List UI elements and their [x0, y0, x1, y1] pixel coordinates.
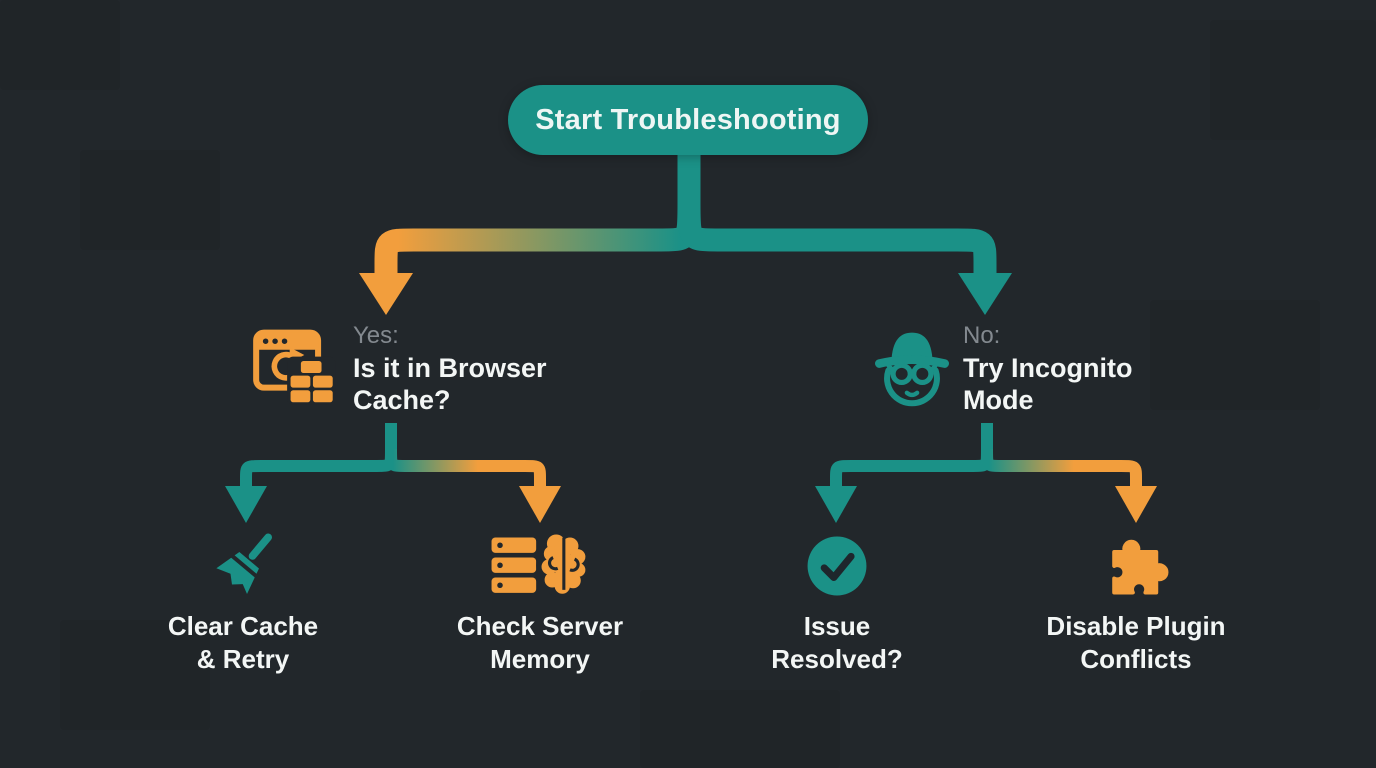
- background-texture: [0, 0, 120, 90]
- background-texture: [1150, 300, 1320, 410]
- start-node-label: Start Troubleshooting: [535, 103, 841, 136]
- start-node: Start Troubleshooting: [508, 85, 868, 155]
- connector-incognito-to-issue-resolved: [830, 423, 993, 490]
- arrowhead-incognito: [958, 273, 1012, 315]
- branch-prefix: No:: [963, 322, 1001, 349]
- connector-root-to-browser-cache: [374, 202, 701, 279]
- branch-node-browser-cache: Yes: Is it in Browser Cache?: [353, 321, 583, 416]
- background-texture: [60, 620, 210, 730]
- leaf-node-server-memory: Check Server Memory: [400, 528, 680, 676]
- branch-node-incognito: No: Try Incognito Mode: [963, 321, 1193, 416]
- background-texture: [80, 150, 220, 250]
- leaf-node-issue-resolved: Issue Resolved?: [697, 528, 977, 676]
- broom-icon: [216, 533, 272, 594]
- connector-root-to-incognito: [677, 202, 997, 279]
- arrowhead-server-memory: [519, 486, 561, 523]
- arrowhead-issue-resolved: [815, 486, 857, 523]
- branch-question: Is it in Browser Cache?: [353, 353, 547, 415]
- leaf-label: Issue Resolved?: [771, 611, 903, 674]
- server-brain-icon: [491, 532, 589, 598]
- background-texture: [1210, 20, 1376, 140]
- incognito-icon: [875, 332, 949, 407]
- branch-question: Try Incognito Mode: [963, 353, 1133, 415]
- leaf-node-plugin-conflicts: Disable Plugin Conflicts: [996, 528, 1276, 676]
- arrowhead-browser-cache: [359, 273, 413, 315]
- connector-incognito-to-plugin-conflicts: [981, 448, 1142, 490]
- connector-cache-to-clear-cache: [240, 423, 397, 490]
- check-circle-icon: [807, 536, 867, 596]
- arrowhead-plugin-conflicts: [1115, 486, 1157, 523]
- browser-cache-icon: [253, 329, 336, 405]
- connector-cache-to-server-memory: [385, 448, 546, 490]
- leaf-label: Clear Cache & Retry: [167, 611, 319, 674]
- leaf-node-clear-cache: Clear Cache & Retry: [103, 528, 383, 676]
- background-texture: [640, 690, 840, 768]
- leaf-label: Disable Plugin Conflicts: [1046, 611, 1226, 674]
- puzzle-icon: [1112, 539, 1169, 595]
- leaf-label: Check Server Memory: [456, 611, 624, 674]
- arrowhead-clear-cache: [225, 486, 267, 523]
- branch-prefix: Yes:: [353, 322, 399, 349]
